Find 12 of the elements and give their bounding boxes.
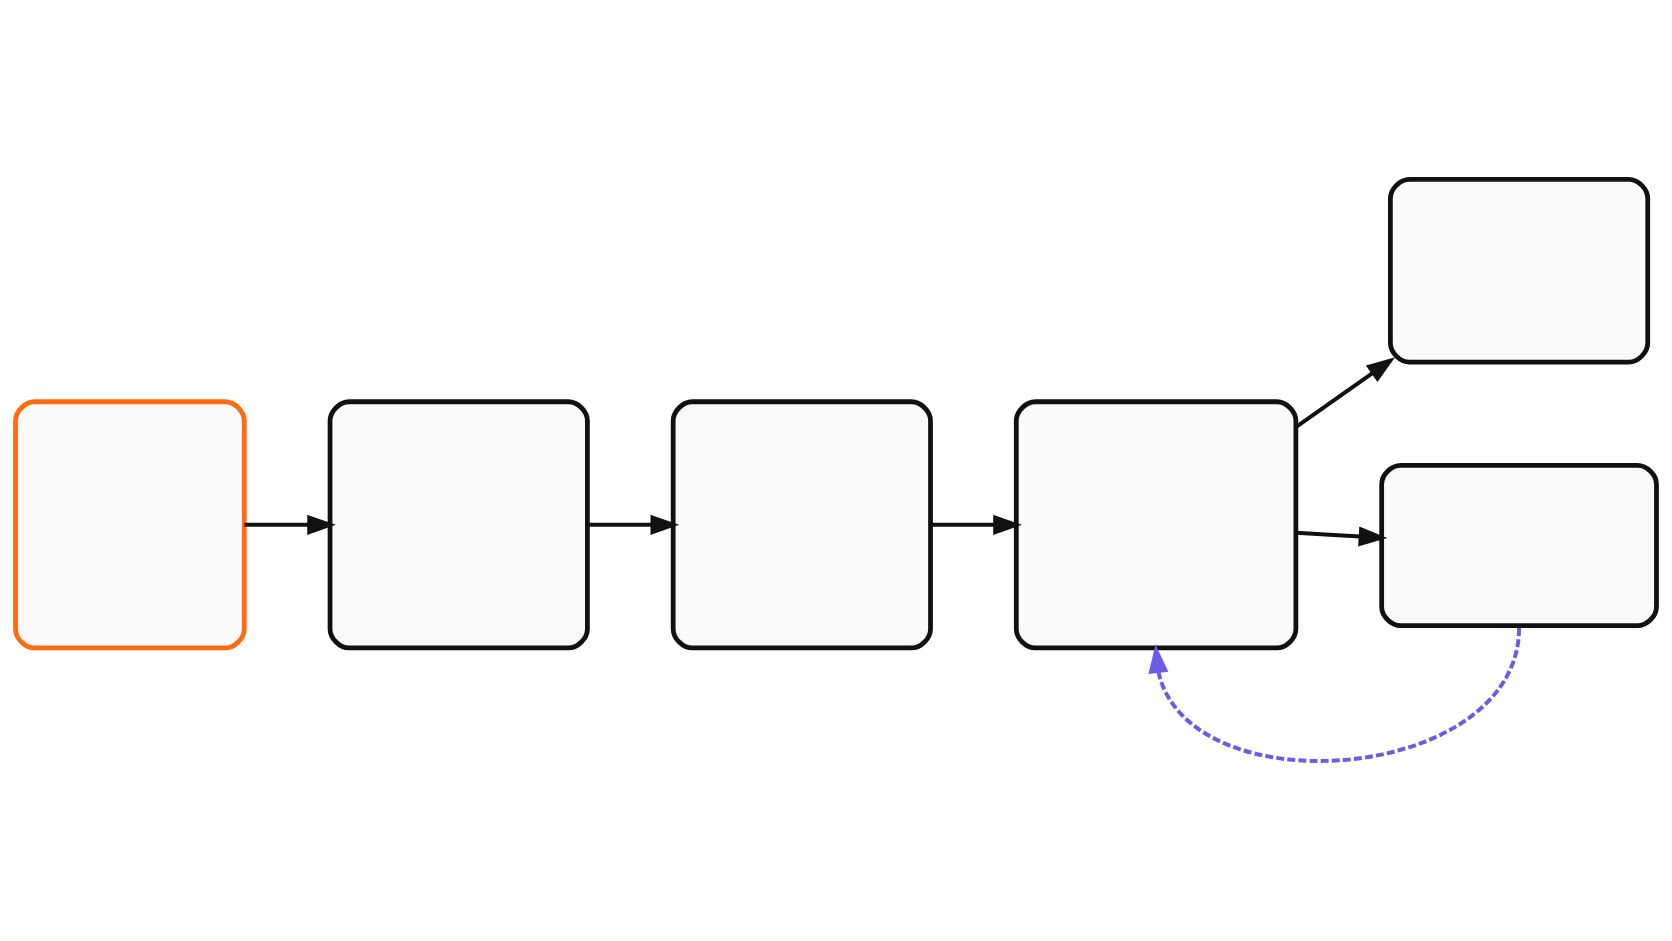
- node-box: [327, 399, 590, 651]
- arrow: [930, 514, 1022, 535]
- node-box: [1013, 399, 1299, 651]
- arrow: [1148, 627, 1522, 763]
- arrow: [1295, 357, 1396, 429]
- node-box: [13, 399, 247, 651]
- node-box: [1379, 462, 1659, 629]
- arrow: [587, 514, 680, 535]
- node-box: [670, 399, 933, 651]
- node-box: [1388, 176, 1651, 365]
- arrow: [1296, 526, 1388, 547]
- arrow: [244, 514, 336, 535]
